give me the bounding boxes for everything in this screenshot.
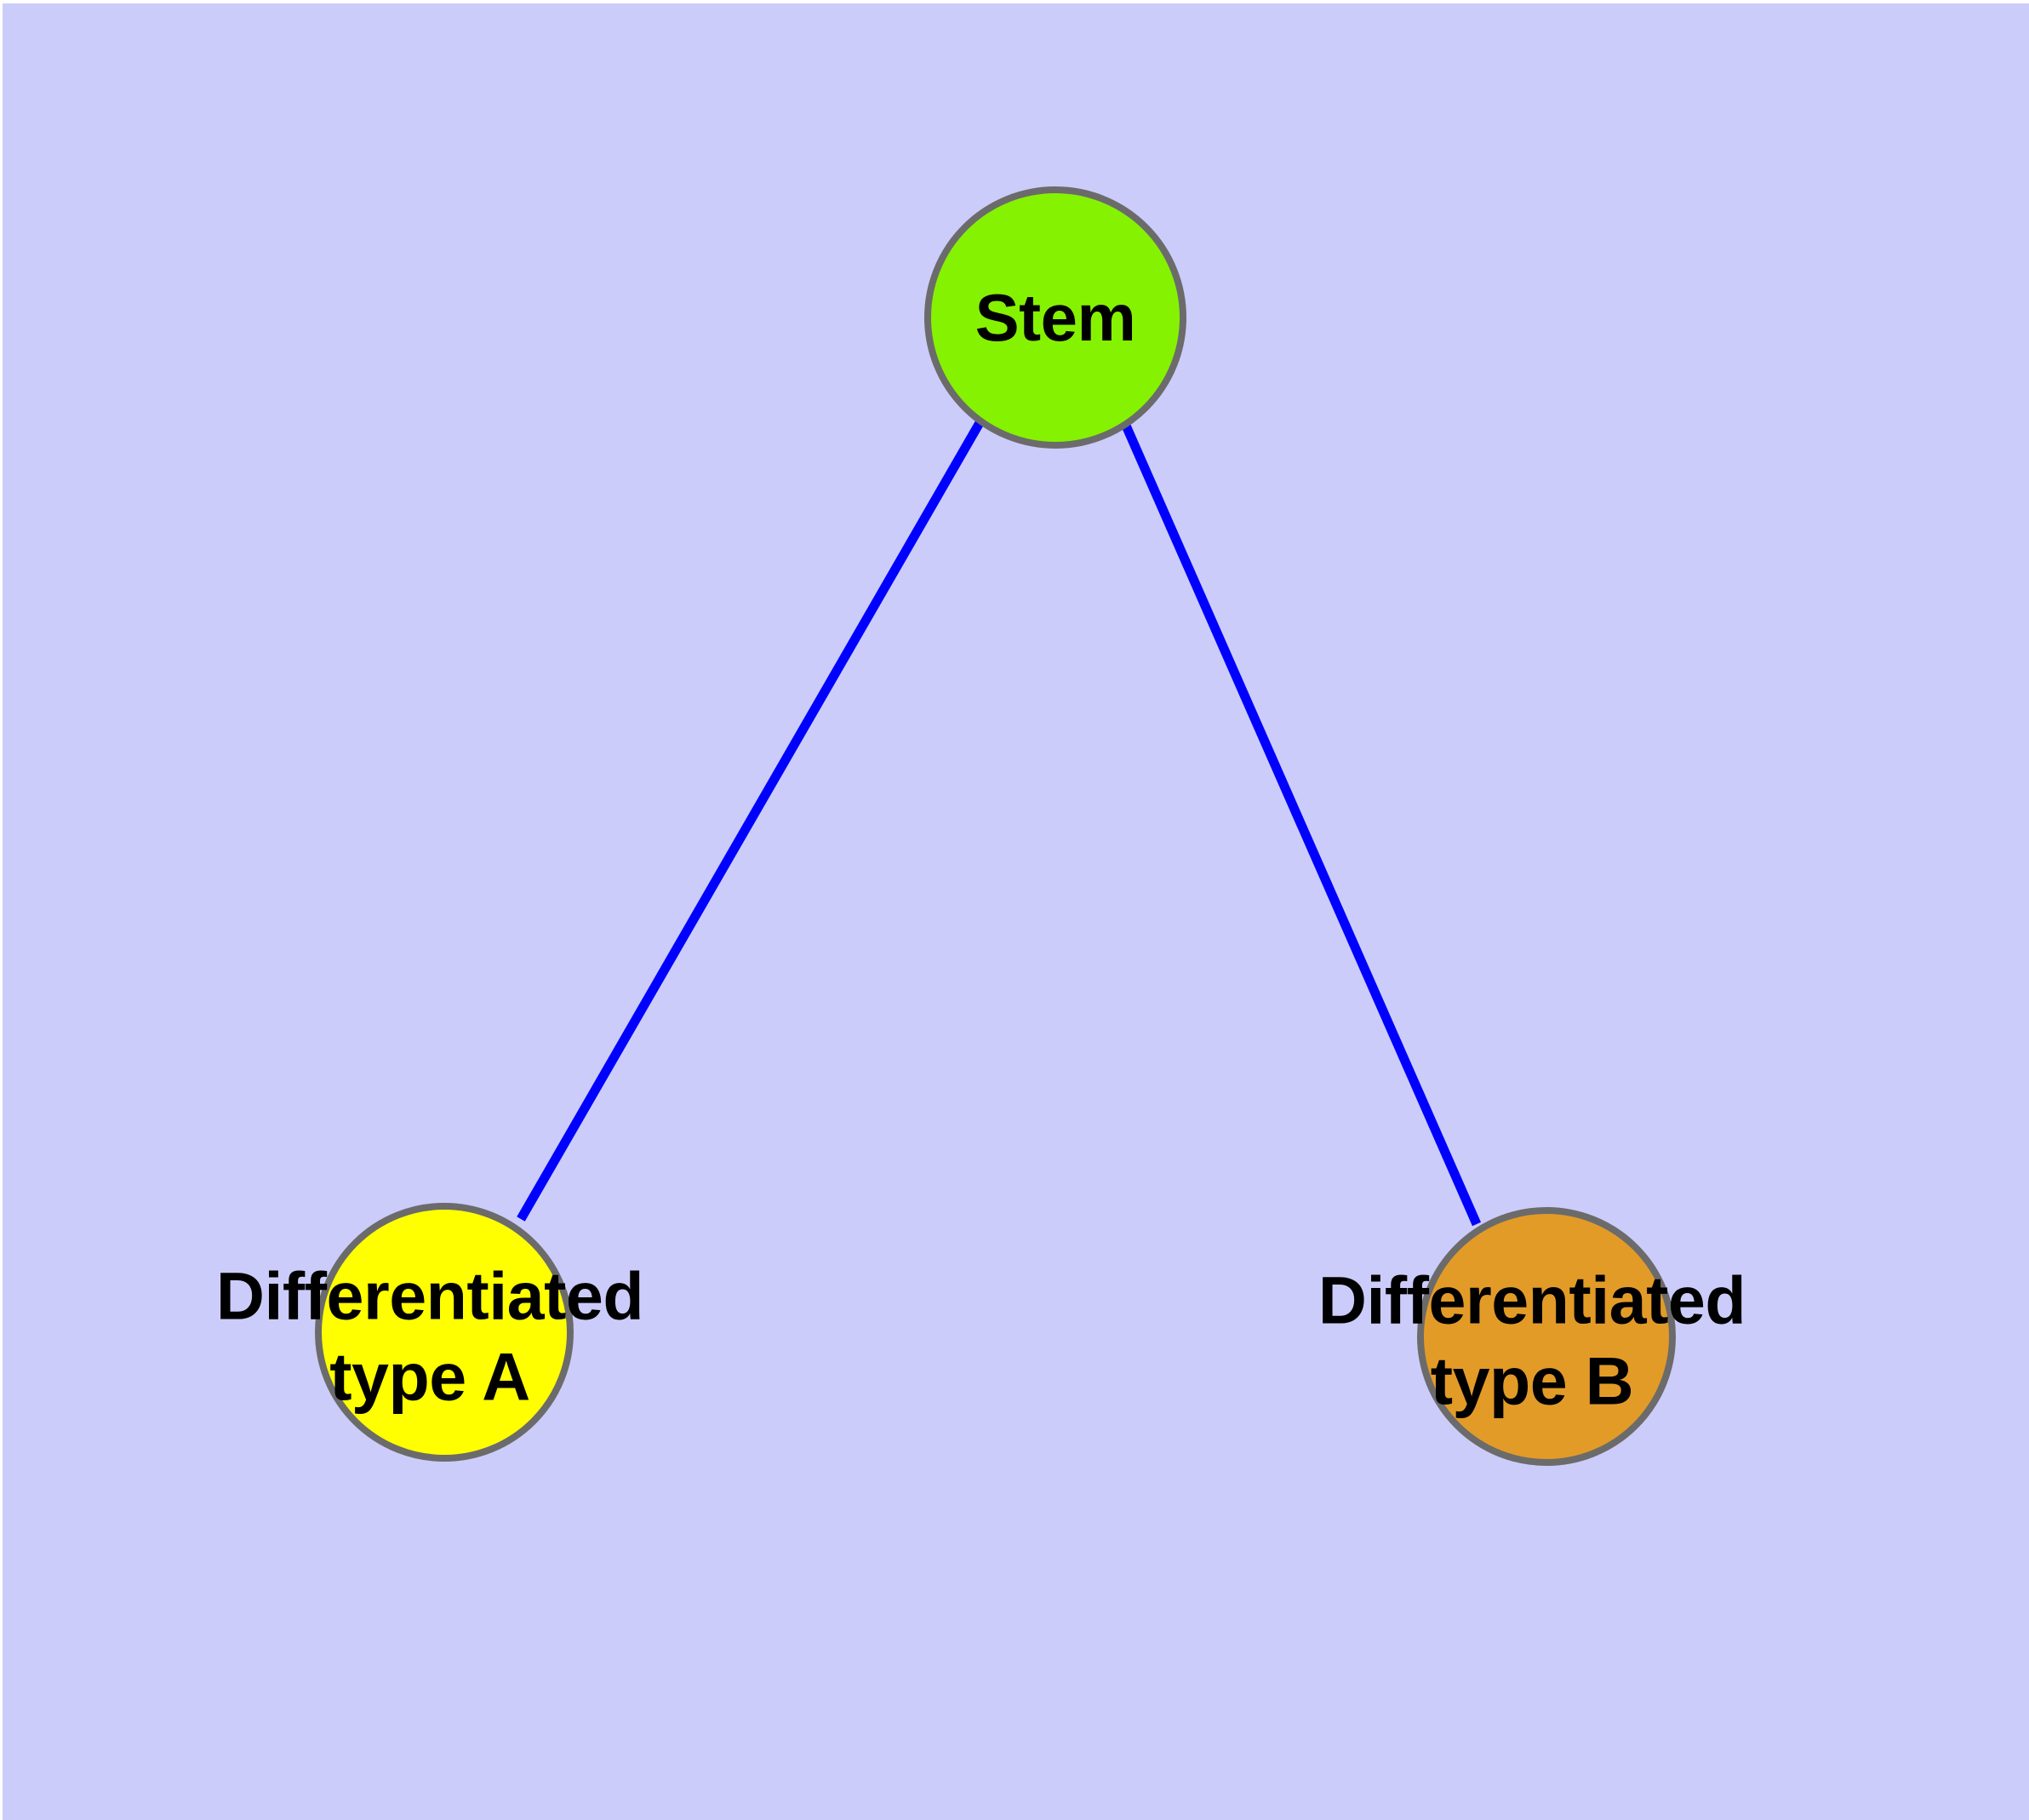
node-stem[interactable] xyxy=(924,186,1186,449)
edge-layer xyxy=(517,419,1482,1227)
node-differentiated-type-b[interactable] xyxy=(1417,1207,1676,1466)
node-differentiated-type-a[interactable] xyxy=(315,1203,574,1462)
node-layer xyxy=(315,186,1676,1466)
edge-stem-to-differentiated-type-b[interactable] xyxy=(1121,423,1482,1227)
edge-stem-to-differentiated-type-a[interactable] xyxy=(517,419,985,1222)
